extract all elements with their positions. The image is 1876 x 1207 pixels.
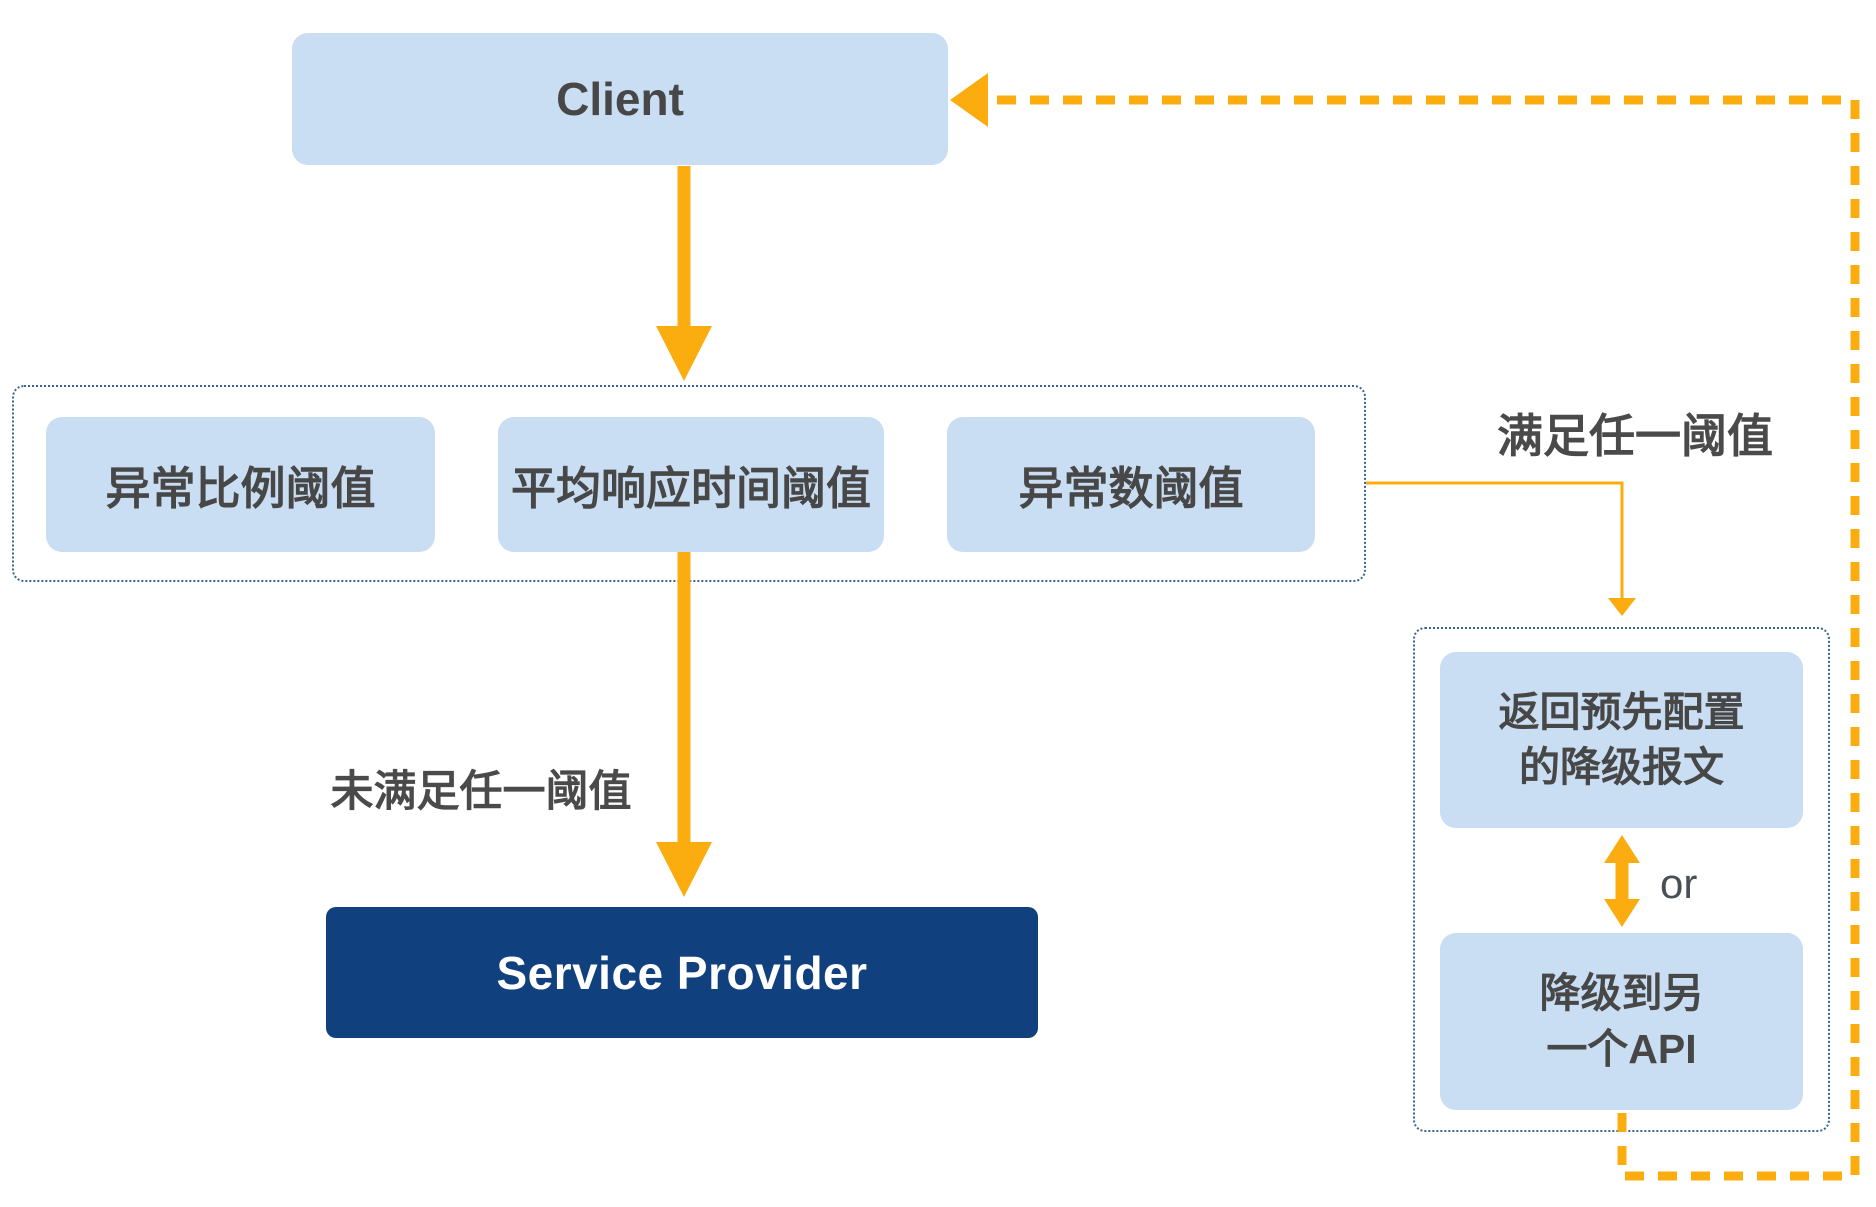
not-satisfy-threshold-label: 未满足任一阈值 [330, 768, 632, 816]
fallback-node-degrade-to-api: 降级到另 一个API [1440, 933, 1803, 1110]
arrow-client-to-thresholds [656, 166, 712, 381]
arrow-thresholds-to-service-provider [656, 552, 712, 897]
threshold-label: 平均响应时间阈值 [510, 463, 871, 514]
threshold-label: 异常数阈值 [1018, 463, 1244, 514]
client-label: Client [556, 73, 684, 125]
fallback-label-line: 的降级报文 [1519, 744, 1724, 790]
threshold-label: 异常比例阈值 [105, 463, 376, 514]
fallback-label-line: 降级到另 [1539, 970, 1704, 1017]
service-provider-node: Service Provider [326, 907, 1038, 1038]
arrow-satisfy-elbow [1366, 481, 1636, 616]
threshold-node-avg-response-time: 平均响应时间阈值 [498, 417, 884, 552]
fallback-label-line: 一个API [1546, 1025, 1697, 1072]
fallback-node-return-preconfigured: 返回预先配置 的降级报文 [1440, 652, 1803, 828]
threshold-node-exception-ratio: 异常比例阈值 [46, 417, 435, 552]
service-provider-label: Service Provider [496, 946, 868, 999]
fallback-label-line: 返回预先配置 [1498, 688, 1745, 735]
client-node: Client [292, 33, 948, 165]
threshold-node-exception-count: 异常数阈值 [947, 417, 1315, 552]
satisfy-threshold-label: 满足任一阈值 [1497, 410, 1773, 462]
or-label: or [1660, 860, 1698, 907]
